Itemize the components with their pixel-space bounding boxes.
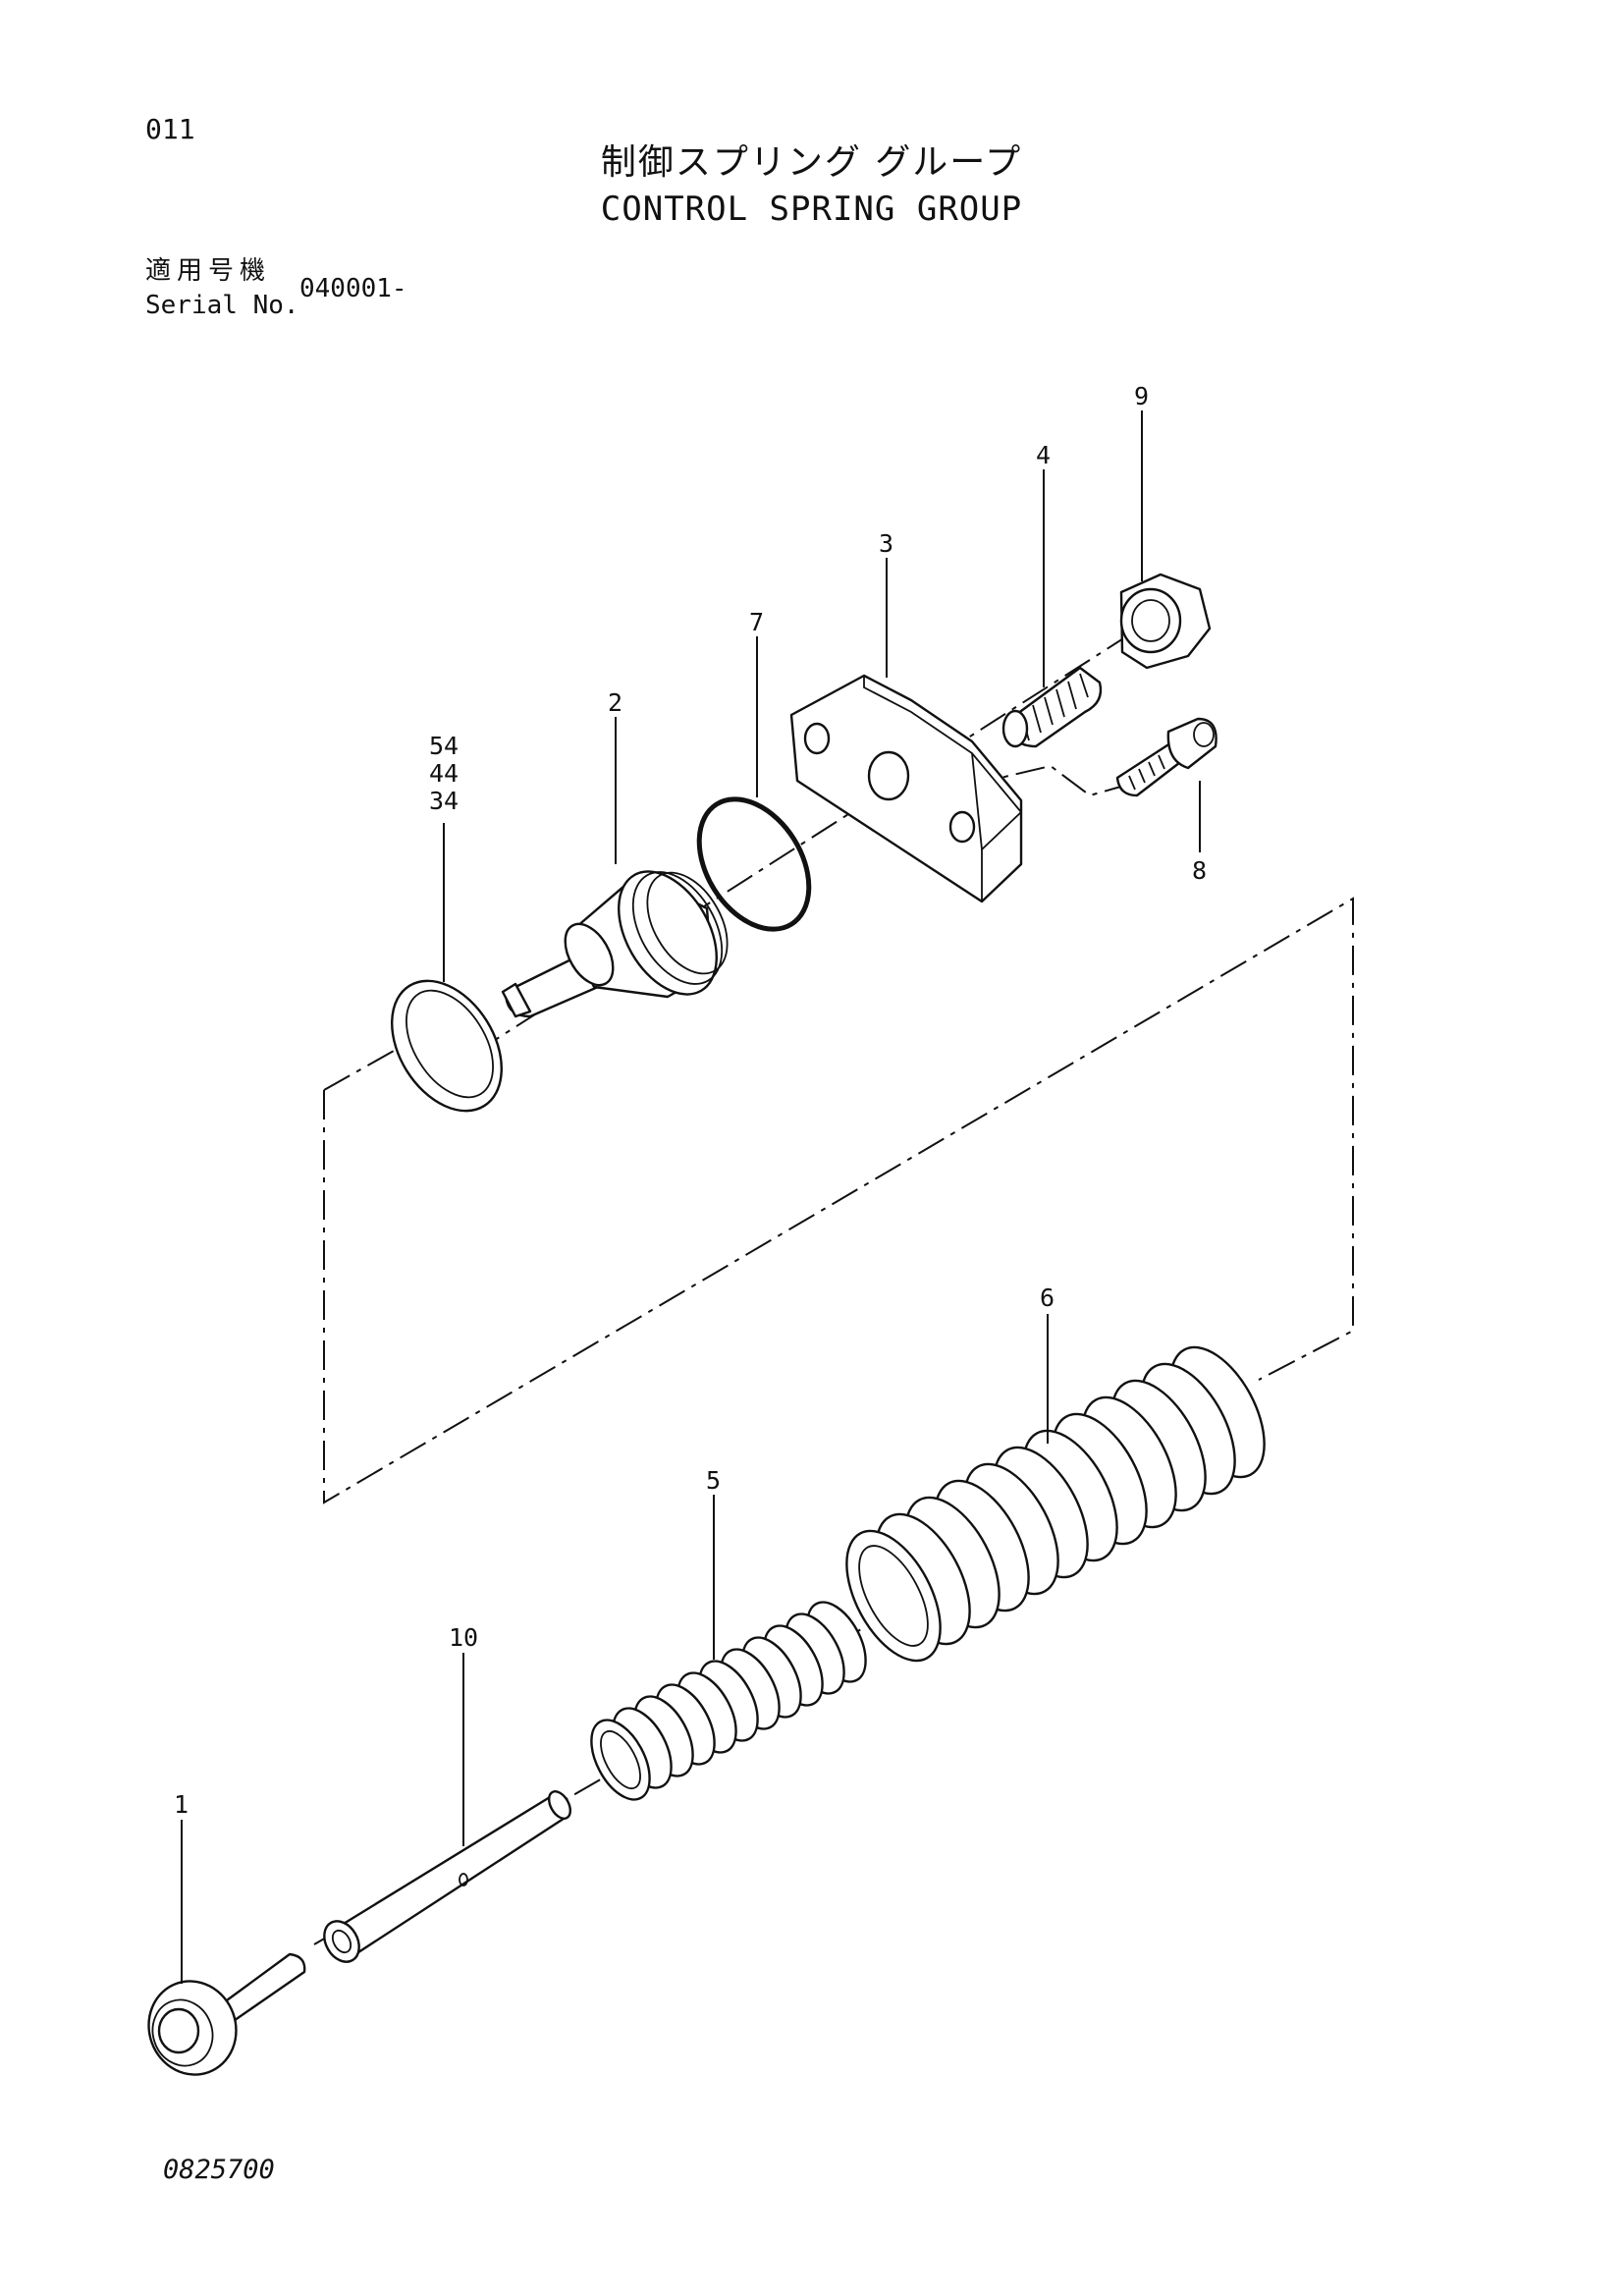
part-10-spring-guide-pin: [323, 1790, 572, 1963]
callout-2: 2: [608, 688, 622, 717]
part-7-o-ring: [696, 796, 812, 932]
part-4-adjusting-screw: [1001, 666, 1103, 748]
callout-34: 34: [429, 787, 459, 815]
title-japanese: 制御スプリング グループ: [600, 142, 1023, 183]
part-5-inner-spring: [590, 1601, 867, 1801]
callout-1: 1: [174, 1790, 189, 1819]
part-8-socket-bolt: [1115, 717, 1217, 797]
part-34-shim-washer: [391, 979, 503, 1113]
part-9-lock-nut: [1119, 573, 1212, 670]
serial-label-japanese: 適用号機: [145, 256, 272, 286]
callout-6: 6: [1040, 1284, 1055, 1312]
assembly-centerlines: [313, 628, 1354, 1945]
callout-5: 5: [706, 1466, 721, 1495]
part-6-outer-spring: [845, 1345, 1266, 1663]
part-3-flange-cover: [789, 674, 1023, 903]
serial-number-value: 040001-: [299, 274, 407, 303]
callout-4: 4: [1036, 441, 1051, 469]
callout-10: 10: [449, 1623, 478, 1652]
callout-7: 7: [749, 608, 764, 636]
callout-54: 54: [429, 732, 459, 760]
callout-labels: 9 4 3 7 2 8 54 44 34 6 5 10 1: [174, 382, 1207, 1819]
callout-44: 44: [429, 759, 459, 788]
callout-9: 9: [1134, 382, 1149, 410]
callout-leaders: [181, 410, 1201, 1984]
serial-label-english: Serial No.: [145, 291, 299, 320]
drawing-number: 0825700: [163, 2155, 275, 2185]
title-english: CONTROL SPRING GROUP: [600, 190, 1023, 229]
page-number: 011: [145, 113, 195, 145]
part-1-valve-poppet: [147, 1952, 306, 2076]
callout-8: 8: [1192, 856, 1207, 885]
part-2-piston-plug: [501, 870, 729, 1018]
callout-3: 3: [879, 529, 893, 558]
